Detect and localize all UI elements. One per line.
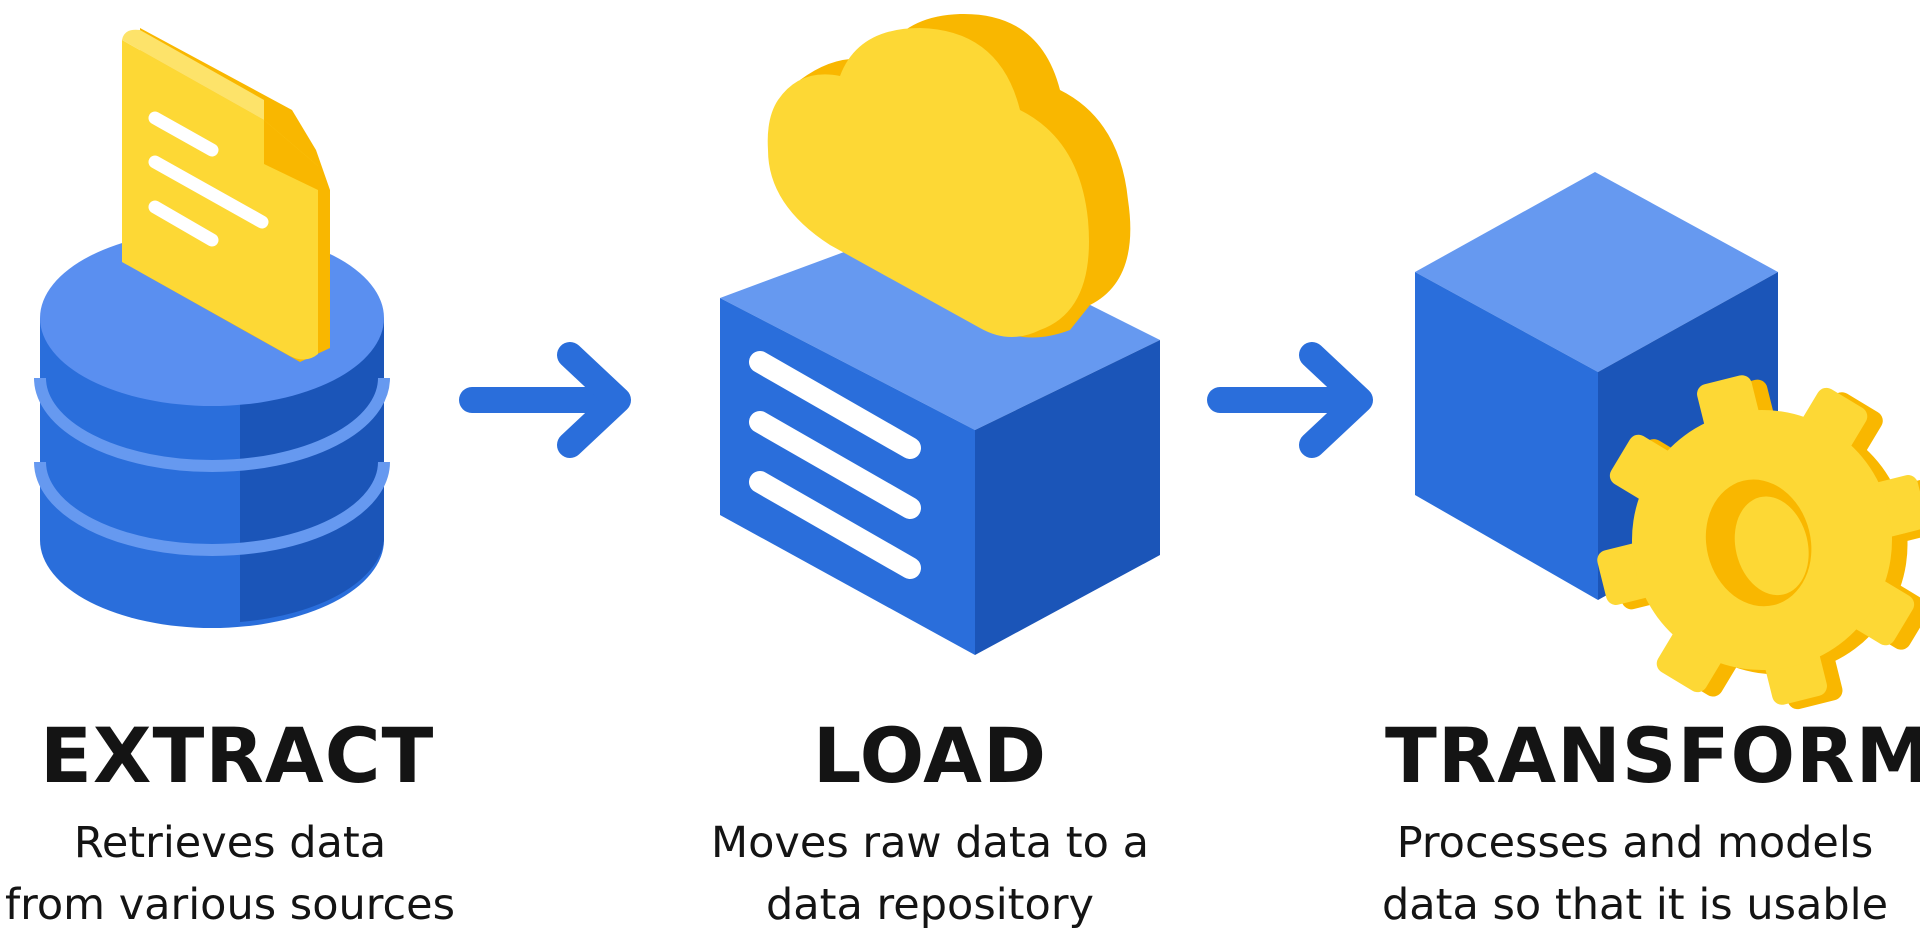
transform-title: TRANSFORM	[1385, 711, 1920, 800]
cube-top	[1415, 172, 1778, 372]
server-top	[720, 222, 1160, 430]
database-ring-2	[34, 461, 390, 556]
database-ring-1	[34, 377, 390, 472]
server-with-cloud-icon	[720, 13, 1160, 655]
server-side	[975, 340, 1160, 655]
database-with-document-icon	[34, 28, 390, 628]
extract-description-line-1: Retrieves data	[73, 818, 387, 868]
cloud-icon	[767, 13, 1131, 338]
extract-description: Retrieves data from various sources	[0, 812, 460, 936]
load-title: LOAD	[812, 711, 1048, 800]
load-description-line-2: data repository	[766, 880, 1094, 930]
right-arrow-icon	[1207, 342, 1373, 458]
right-arrow-icon	[459, 342, 631, 458]
cube-front	[1415, 272, 1598, 600]
transform-description-line-2: data so that it is usable	[1381, 880, 1889, 930]
document-icon	[122, 28, 330, 362]
extract-description-line-2: from various sources	[5, 880, 455, 930]
transform-description-line-1: Processes and models	[1396, 818, 1874, 868]
load-description: Moves raw data to a data repository	[690, 812, 1170, 936]
extract-title: EXTRACT	[40, 711, 435, 800]
transform-description: Processes and models data so that it is …	[1375, 812, 1895, 936]
load-description-line-1: Moves raw data to a	[711, 818, 1149, 868]
gear-icon	[1597, 375, 1920, 710]
cube-with-gear-icon	[1415, 172, 1920, 710]
